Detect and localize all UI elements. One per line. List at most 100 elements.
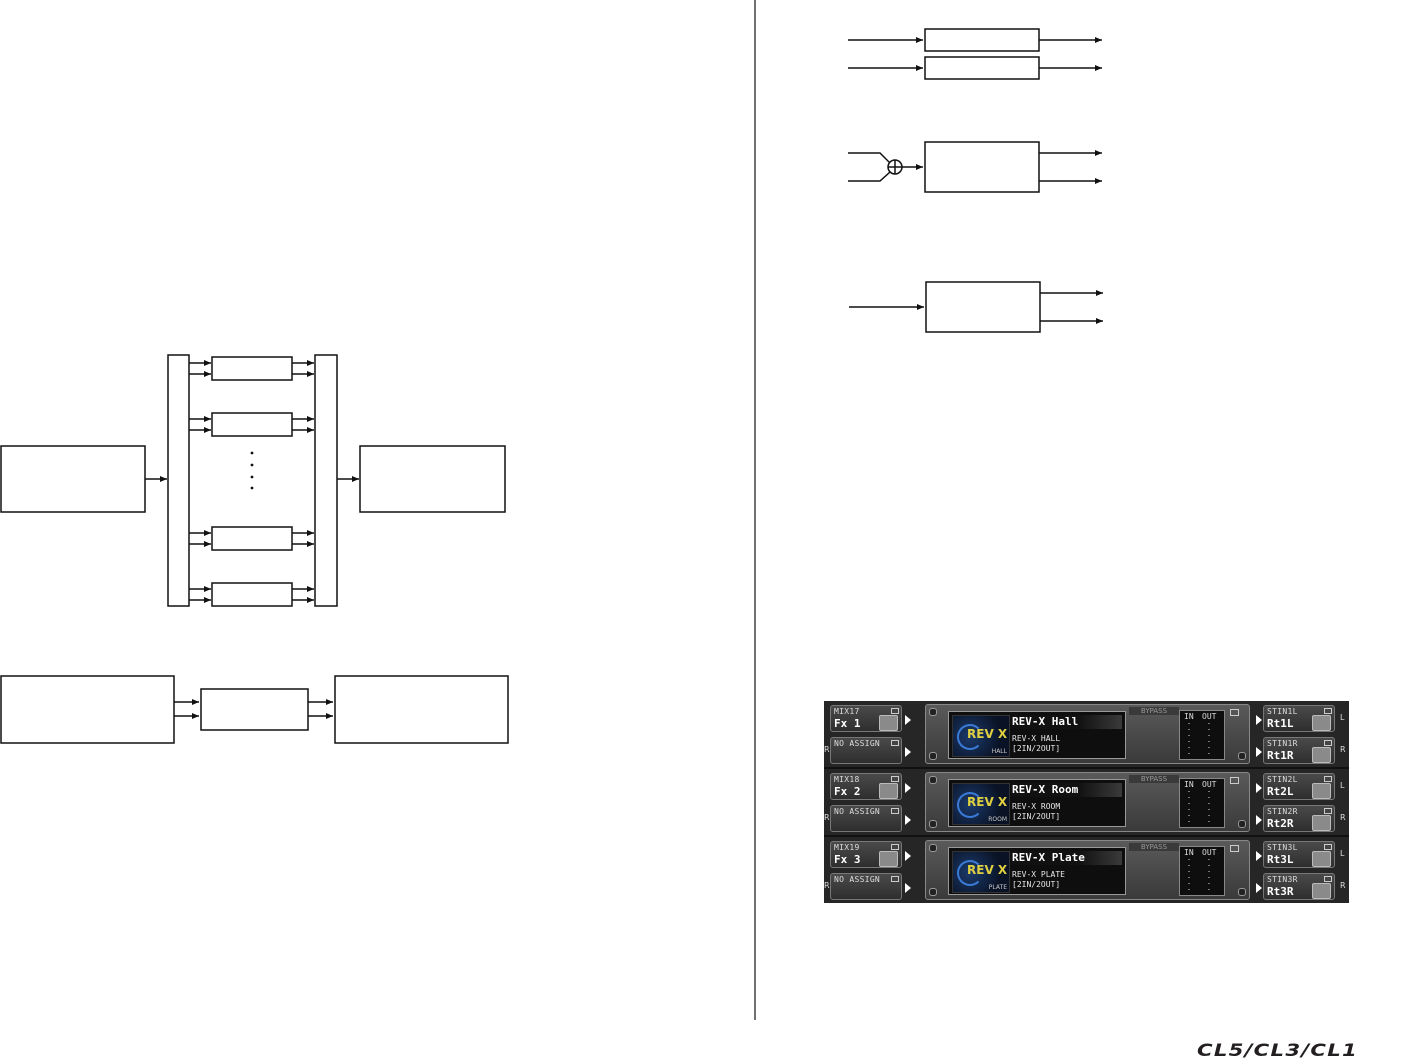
chain-destination-block [335, 676, 508, 743]
bypass-indicator[interactable]: BYPASS [1129, 707, 1179, 715]
popup-icon [891, 876, 899, 882]
output-r-label: Rt3R [1267, 885, 1294, 898]
input-l-button[interactable]: MIX17 Fx 1 [830, 705, 902, 732]
side-letter-l: L [1340, 849, 1344, 858]
effect-display: REV X ROOM REV-X Room REV-X ROOM [2IN/2O… [948, 779, 1126, 827]
effect-title: REV-X Room [1012, 783, 1122, 797]
input-l-label: Fx 3 [834, 853, 861, 866]
rack-row-2: MIX18 Fx 2 NO ASSIGN R REV X ROOM [824, 769, 1349, 835]
output-l-button[interactable]: STIN3L Rt3L [1263, 841, 1335, 868]
bypass-indicator[interactable]: BYPASS [1129, 843, 1179, 851]
level-meter: IN OUT [1179, 710, 1225, 760]
rack-unit-4 [212, 583, 292, 606]
effect-panel[interactable]: REV X PLATE REV-X Plate REV-X PLATE [2IN… [925, 840, 1250, 900]
popup-icon [891, 808, 899, 814]
input-r-button[interactable]: NO ASSIGN [830, 805, 902, 832]
effect-type: REV-X PLATE [1012, 870, 1065, 879]
rack-arrows [189, 363, 314, 600]
popup-icon [1324, 740, 1332, 746]
chain-effect-block [201, 689, 308, 730]
input-l-label: Fx 2 [834, 785, 861, 798]
meter-in-label: IN [1184, 848, 1194, 857]
input-r-button[interactable]: NO ASSIGN [830, 737, 902, 764]
popup-icon [891, 844, 899, 850]
knob-icon [1312, 715, 1331, 731]
output-r-button[interactable]: STIN3R Rt3R [1263, 873, 1335, 900]
output-l-label: Rt2L [1267, 785, 1294, 798]
destination-block [360, 446, 505, 512]
effect-io: [2IN/2OUT] [1012, 744, 1060, 753]
input-l-button[interactable]: MIX19 Fx 3 [830, 841, 902, 868]
side-letter-r: R [824, 745, 830, 754]
rev-x-logo: REV X PLATE [952, 851, 1010, 893]
effect-panel[interactable]: REV X ROOM REV-X Room REV-X ROOM [2IN/2O… [925, 772, 1250, 832]
meter-bar [1208, 791, 1210, 825]
output-l-button[interactable]: STIN2L Rt2L [1263, 773, 1335, 800]
output-r-dest: STIN2R [1267, 807, 1298, 816]
mono-in-stereo-out-block [926, 282, 1040, 332]
effect-title: REV-X Hall [1012, 715, 1122, 729]
arrow-right-icon [1256, 815, 1262, 825]
output-l-button[interactable]: STIN1L Rt1L [1263, 705, 1335, 732]
output-r-button[interactable]: STIN1R Rt1R [1263, 737, 1335, 764]
rack-unit-2 [212, 413, 292, 436]
bypass-indicator[interactable]: BYPASS [1129, 775, 1179, 783]
effect-io: [2IN/2OUT] [1012, 880, 1060, 889]
arrow-right-icon [905, 747, 911, 757]
output-r-button[interactable]: STIN2R Rt2R [1263, 805, 1335, 832]
output-r-label: Rt1R [1267, 749, 1294, 762]
output-bus [315, 355, 337, 606]
input-patch-column: MIX19 Fx 3 NO ASSIGN [830, 839, 910, 901]
input-l-source: MIX18 [834, 775, 860, 784]
logo-text: REV X [967, 795, 1007, 809]
rack-unit-1 [212, 357, 292, 380]
ellipsis-dots [251, 452, 254, 490]
effect-type: REV-X HALL [1012, 734, 1060, 743]
knob-icon [1312, 883, 1331, 899]
screw-icon [1238, 888, 1246, 896]
popup-icon [891, 708, 899, 714]
arrow-right-icon [1256, 715, 1262, 725]
knob-icon [879, 715, 898, 731]
screw-icon [929, 820, 937, 828]
meter-out-label: OUT [1202, 848, 1216, 857]
effect-io: [2IN/2OUT] [1012, 812, 1060, 821]
screw-icon [929, 844, 937, 852]
meter-out-label: OUT [1202, 780, 1216, 789]
input-r-button[interactable]: NO ASSIGN [830, 873, 902, 900]
mono-block-2 [925, 57, 1039, 79]
output-patch-column: STIN3L Rt3L STIN3R Rt3R [1256, 839, 1336, 901]
side-letter-r: R [1340, 813, 1346, 822]
output-r-dest: STIN3R [1267, 875, 1298, 884]
output-l-dest: STIN2L [1267, 775, 1298, 784]
output-l-label: Rt1L [1267, 717, 1294, 730]
input-l-button[interactable]: MIX18 Fx 2 [830, 773, 902, 800]
meter-out-label: OUT [1202, 712, 1216, 721]
input-l-label: Fx 1 [834, 717, 861, 730]
popup-icon [1324, 876, 1332, 882]
knob-icon [1312, 851, 1331, 867]
level-meter: IN OUT [1179, 846, 1225, 896]
sum-effect-block [925, 142, 1039, 192]
arrow-right-icon [1256, 783, 1262, 793]
rack-row-3: MIX19 Fx 3 NO ASSIGN R REV X PLATE [824, 837, 1349, 903]
output-r-dest: STIN1R [1267, 739, 1298, 748]
output-l-label: Rt3L [1267, 853, 1294, 866]
input-r-source: NO ASSIGN [834, 875, 880, 884]
side-letter-l: L [1340, 781, 1344, 790]
logo-subtitle: HALL [992, 748, 1007, 755]
side-letter-l: L [1340, 713, 1344, 722]
knob-icon [879, 783, 898, 799]
knob-icon [879, 851, 898, 867]
logo-subtitle: ROOM [988, 816, 1007, 823]
popup-icon [891, 740, 899, 746]
output-patch-column: STIN1L Rt1L STIN1R Rt1R [1256, 703, 1336, 765]
input-l-source: MIX19 [834, 843, 860, 852]
effect-panel[interactable]: REV X HALL REV-X Hall REV-X HALL [2IN/2O… [925, 704, 1250, 764]
mono-block-1 [925, 29, 1039, 51]
rev-x-logo: REV X HALL [952, 715, 1010, 757]
arrow-right-icon [905, 815, 911, 825]
meter-bar [1188, 859, 1190, 893]
output-l-dest: STIN1L [1267, 707, 1298, 716]
input-bus [168, 355, 189, 606]
